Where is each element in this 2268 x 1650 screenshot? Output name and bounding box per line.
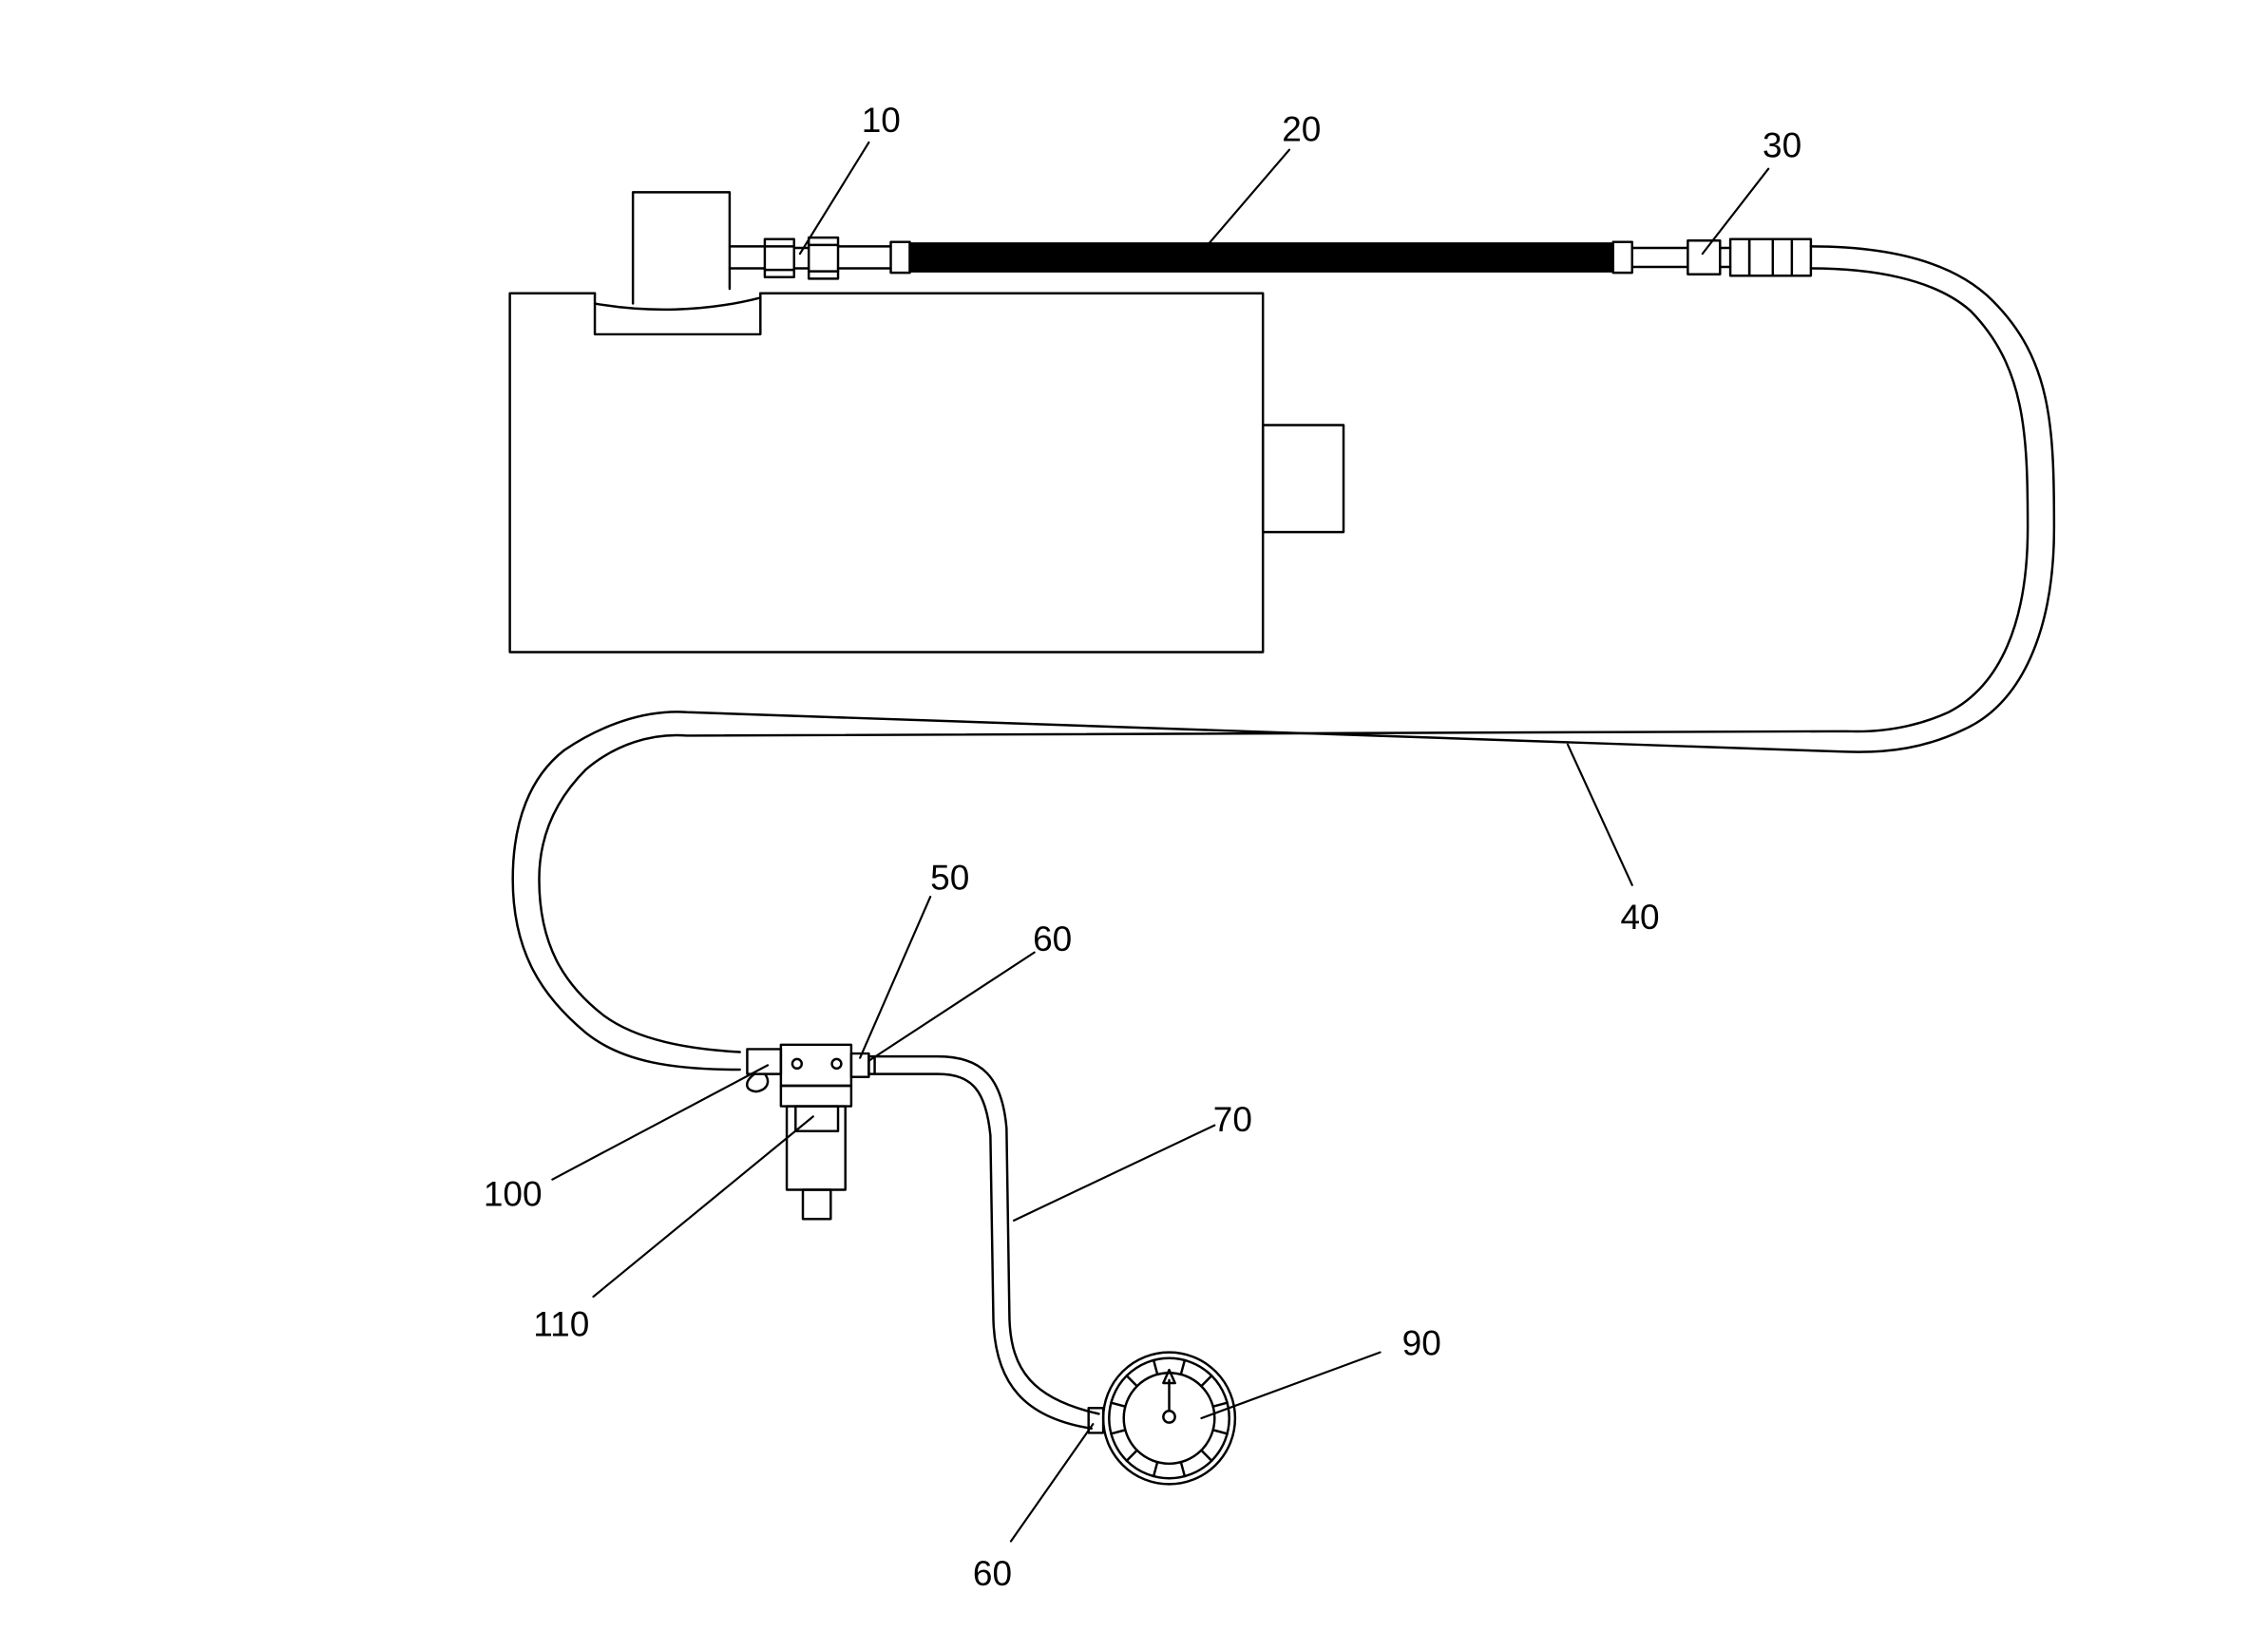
valve-assembly-50 bbox=[746, 1043, 876, 1221]
ref-label-90: 90 bbox=[1402, 1324, 1441, 1363]
ref-label-40: 40 bbox=[1620, 898, 1659, 937]
leader-10 bbox=[798, 141, 870, 256]
hose-40 bbox=[511, 245, 2056, 1072]
main-housing bbox=[508, 292, 1345, 654]
gauge-tick bbox=[1200, 1375, 1213, 1388]
ref-label-50: 50 bbox=[930, 858, 969, 897]
ref-label-100: 100 bbox=[484, 1174, 543, 1213]
gauge-tick bbox=[1200, 1449, 1213, 1462]
leader-20 bbox=[1200, 148, 1291, 254]
leader-50 bbox=[859, 895, 932, 1059]
gauge-tick bbox=[1125, 1375, 1138, 1388]
pressure-gauge-90 bbox=[1087, 1351, 1237, 1486]
ref-label-30: 30 bbox=[1763, 125, 1801, 164]
gauge-tick bbox=[1152, 1358, 1159, 1376]
leader-70 bbox=[1012, 1124, 1216, 1222]
reference-numerals: 10 20 30 40 50 60 70 90 100 110 60 bbox=[484, 101, 1801, 1593]
tube-element-20 bbox=[889, 240, 1689, 275]
gauge-tick bbox=[1110, 1429, 1127, 1435]
leader-110 bbox=[592, 1115, 814, 1299]
gauge-tick bbox=[1152, 1460, 1159, 1478]
pump-block bbox=[631, 191, 767, 305]
ref-label-60-lower: 60 bbox=[973, 1554, 1012, 1593]
fitting-10 bbox=[763, 236, 892, 280]
gauge-tick bbox=[1110, 1401, 1127, 1408]
ref-label-10: 10 bbox=[862, 101, 901, 140]
leader-40 bbox=[1566, 743, 1633, 886]
ref-label-110: 110 bbox=[533, 1305, 589, 1344]
fitting-30 bbox=[1687, 237, 1813, 277]
gauge-tick bbox=[1211, 1429, 1229, 1435]
leader-60-upper bbox=[867, 951, 1036, 1062]
hose-70 bbox=[873, 1054, 1100, 1431]
ref-label-70: 70 bbox=[1213, 1100, 1252, 1139]
gauge-tick bbox=[1125, 1449, 1138, 1462]
ref-label-60-upper: 60 bbox=[1033, 920, 1072, 958]
leader-60-lower bbox=[1009, 1423, 1095, 1543]
leader-100 bbox=[551, 1064, 770, 1181]
leader-90 bbox=[1200, 1351, 1382, 1420]
ref-label-20: 20 bbox=[1282, 109, 1321, 148]
leader-lines bbox=[551, 141, 1770, 1543]
gauge-tick bbox=[1179, 1460, 1187, 1478]
gauge-tick bbox=[1211, 1401, 1229, 1408]
gauge-tick bbox=[1179, 1358, 1187, 1376]
leader-30 bbox=[1701, 167, 1770, 256]
